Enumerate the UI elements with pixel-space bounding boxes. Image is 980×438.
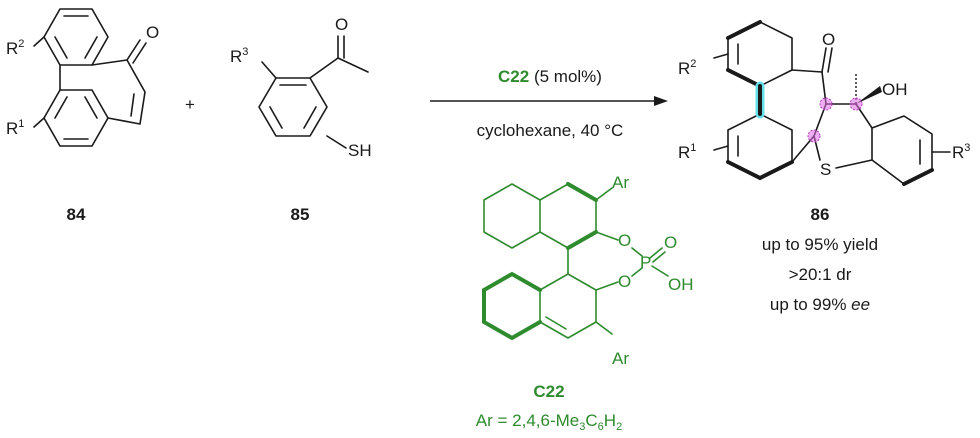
- compound-85-r3: R3: [230, 46, 248, 66]
- arrow-catalyst-text: C22 (5 mol%): [498, 67, 602, 86]
- reaction-arrow: [430, 96, 668, 106]
- compound-85-oxygen: O: [335, 15, 348, 34]
- compound-86-r2: R2: [678, 58, 696, 78]
- compound-85-sh: SH: [348, 141, 372, 160]
- result-yield: up to 95% yield: [762, 235, 878, 254]
- compound-84-oxygen: O: [146, 23, 159, 42]
- catalyst-ar-bottom: Ar: [612, 349, 629, 368]
- catalyst-p: P: [640, 253, 651, 272]
- compound-84-r2: R2: [6, 38, 24, 58]
- compound-84-r1: R1: [6, 118, 24, 138]
- arrow-conditions-text: cyclohexane, 40 °C: [477, 121, 624, 140]
- compound-84-structure: [33, 8, 147, 147]
- compound-86-r1: R1: [678, 142, 696, 162]
- plus-sign: +: [185, 95, 195, 114]
- catalyst-o-double: O: [664, 233, 677, 252]
- compound-86-oxygen: O: [822, 30, 835, 49]
- compound-86-sulfur: S: [820, 160, 831, 179]
- compound-85-label: 85: [291, 205, 310, 224]
- compound-85-structure: [258, 35, 369, 149]
- result-ee: up to 99% ee: [770, 295, 870, 314]
- compound-86-structure: [713, 20, 951, 186]
- compound-86-r3: R3: [952, 142, 970, 162]
- catalyst-c22-structure: [482, 182, 669, 341]
- compound-84-label: 84: [67, 205, 86, 224]
- result-dr: >20:1 dr: [789, 265, 852, 284]
- catalyst-ar-definition: Ar = 2,4,6-Me3C6H2: [476, 411, 622, 433]
- catalyst-ar-top: Ar: [612, 173, 629, 192]
- compound-86-oh: OH: [882, 80, 908, 99]
- compound-86-label: 86: [811, 205, 830, 224]
- catalyst-label: C22: [533, 382, 564, 401]
- catalyst-o-upper: O: [618, 231, 631, 250]
- catalyst-oh: OH: [668, 275, 694, 294]
- catalyst-o-lower: O: [618, 272, 631, 291]
